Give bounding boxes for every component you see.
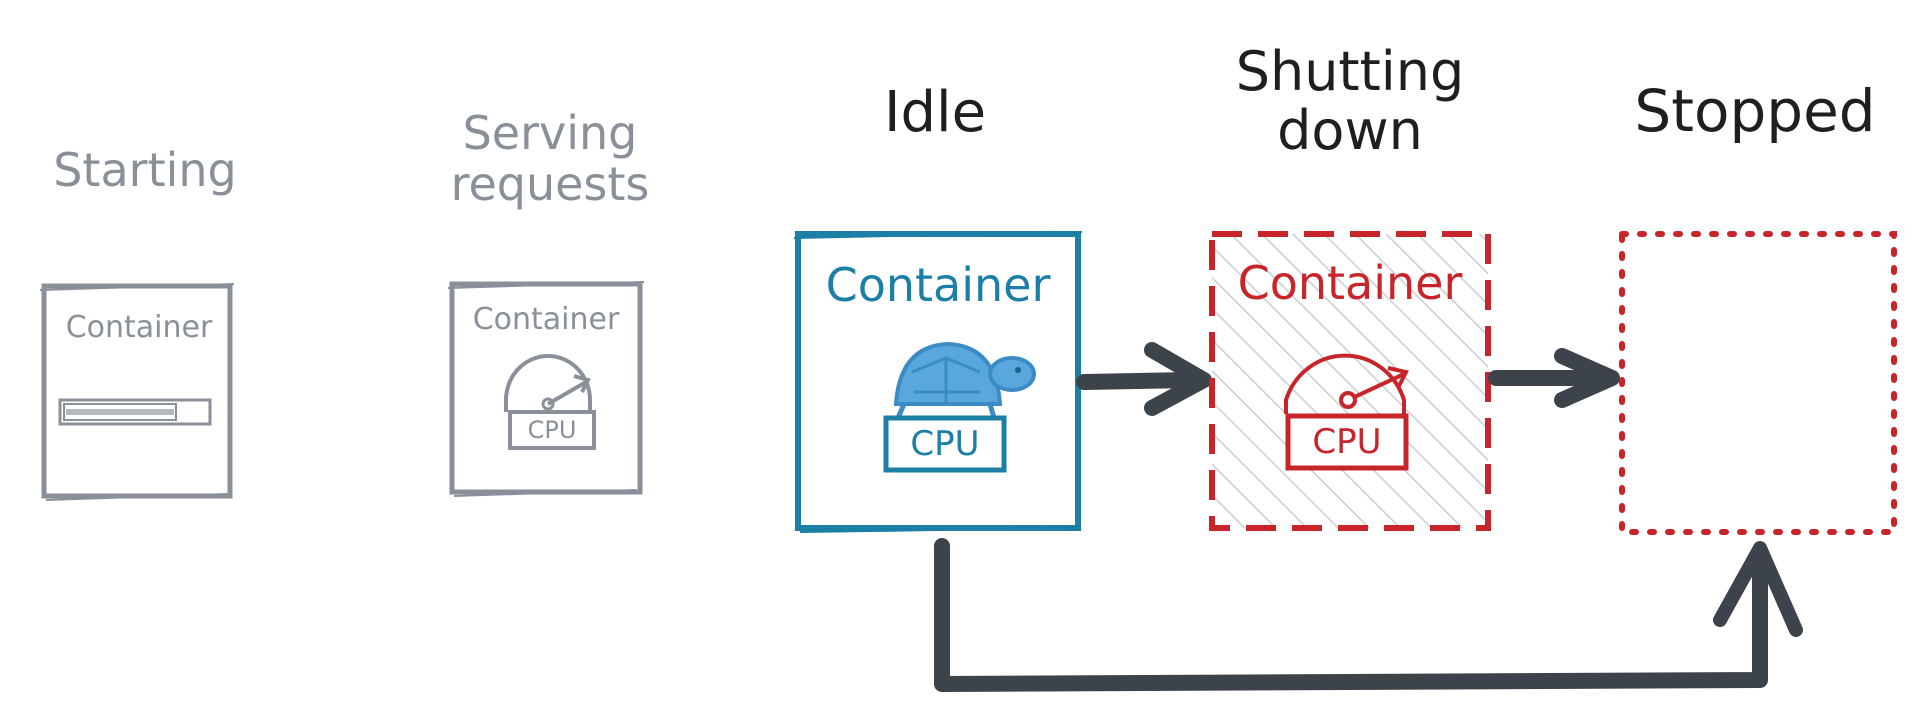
idle-cpu-label: CPU — [910, 424, 980, 464]
turtle-icon — [893, 341, 1036, 419]
stopped-container-box — [1619, 231, 1897, 535]
idle-cpu-box — [883, 415, 1007, 473]
idle-container-label: Container — [825, 258, 1051, 312]
arrow-up-icon — [934, 538, 1803, 692]
gauge-icon — [1284, 353, 1409, 414]
arrow-right-icon — [1076, 342, 1212, 416]
starting-container-box — [39, 283, 235, 501]
stage-title-stopped: Stopped — [1590, 77, 1920, 145]
progress-bar-icon — [58, 398, 212, 426]
shutting-down-container-label: Container — [1237, 256, 1463, 310]
title-line: down — [1277, 99, 1423, 163]
arrow-right-icon — [1488, 348, 1620, 408]
shutdown-cpu-label: CPU — [1312, 422, 1382, 462]
serving-container-box — [447, 281, 645, 497]
stage-title-shutting-down: Shutting down — [1200, 42, 1500, 161]
serving-cpu-label: CPU — [527, 416, 577, 444]
stage-title-starting: Starting — [20, 145, 270, 196]
starting-container-label: Container — [65, 310, 213, 345]
title-line: Idle — [883, 80, 987, 145]
shutting-down-container-box — [1209, 231, 1491, 531]
title-line: Serving — [462, 106, 638, 160]
serving-container-label: Container — [472, 302, 620, 337]
title-line: Starting — [53, 143, 237, 197]
gauge-icon — [504, 354, 596, 450]
stage-title-serving: Serving requests — [420, 108, 680, 209]
shutdown-cpu-box — [1285, 413, 1409, 471]
title-line: requests — [450, 156, 650, 211]
title-line: Stopped — [1634, 77, 1876, 145]
title-line: Shutting — [1235, 40, 1465, 103]
stage-title-idle: Idle — [850, 82, 1020, 144]
